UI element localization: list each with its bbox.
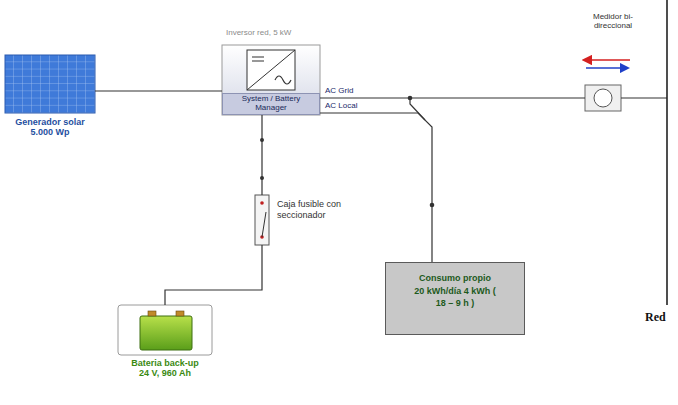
wire bbox=[320, 97, 585, 98]
grid-line bbox=[666, 0, 668, 305]
grid-label: Red bbox=[645, 310, 666, 325]
wire bbox=[165, 245, 262, 305]
ac-sign bbox=[275, 76, 291, 84]
node-title: Bateria back-up 24 V, 960 Ah bbox=[125, 358, 205, 379]
import-arrow bbox=[590, 59, 630, 61]
battery-manager-band: System / Battery Manager bbox=[222, 93, 320, 115]
wire bbox=[95, 90, 222, 91]
bidirectional-meter: Medidor bi-direccional bbox=[585, 12, 641, 111]
fuse-box-symbol bbox=[255, 195, 269, 245]
node-title: Caja fusible con seccionador bbox=[277, 199, 355, 221]
node-title: Inversor red, 5 kW bbox=[222, 28, 320, 37]
inverter-body bbox=[222, 45, 320, 115]
meter-housing bbox=[585, 85, 621, 111]
meter-dial bbox=[594, 89, 612, 107]
solar-generator: Generador solar 5.000 Wp bbox=[5, 55, 95, 138]
dc-ac-symbol bbox=[247, 50, 295, 90]
fuse-box: Caja fusible con seccionador bbox=[255, 195, 355, 245]
wire bbox=[320, 113, 432, 262]
signal-name: AC Grid bbox=[325, 86, 353, 95]
node-title: Consumo propio bbox=[392, 273, 518, 283]
dc-sign bbox=[252, 57, 264, 61]
node-title: System / Battery Manager bbox=[225, 95, 317, 113]
battery-terminal bbox=[148, 311, 156, 316]
fuse-contact bbox=[260, 201, 264, 205]
node-body: 20 kWh/día 4 kWh ( 18 – 9 h ) bbox=[411, 286, 499, 309]
export-arrow bbox=[586, 67, 628, 69]
own-consumption-box: Consumo propio 20 kWh/día 4 kWh ( 18 – 9 … bbox=[385, 262, 525, 335]
battery-terminal bbox=[176, 311, 184, 316]
dc-ac-diagonal bbox=[247, 50, 295, 90]
battery-symbol bbox=[140, 316, 192, 350]
solar-panel bbox=[5, 55, 95, 113]
grid-wire bbox=[621, 97, 667, 98]
wire bbox=[261, 115, 262, 195]
battery-frame bbox=[118, 305, 212, 355]
disconnector-blade bbox=[262, 212, 266, 237]
signal-name: AC Local bbox=[325, 101, 357, 110]
node-title: Generador solar 5.000 Wp bbox=[5, 117, 95, 138]
grid-inverter: Inversor red, 5 kW System / Battery Manag… bbox=[222, 28, 320, 115]
node-title: Medidor bi-direccional bbox=[585, 12, 641, 30]
changeover-switch bbox=[410, 98, 425, 120]
backup-battery: Bateria back-up 24 V, 960 Ah bbox=[125, 305, 205, 379]
